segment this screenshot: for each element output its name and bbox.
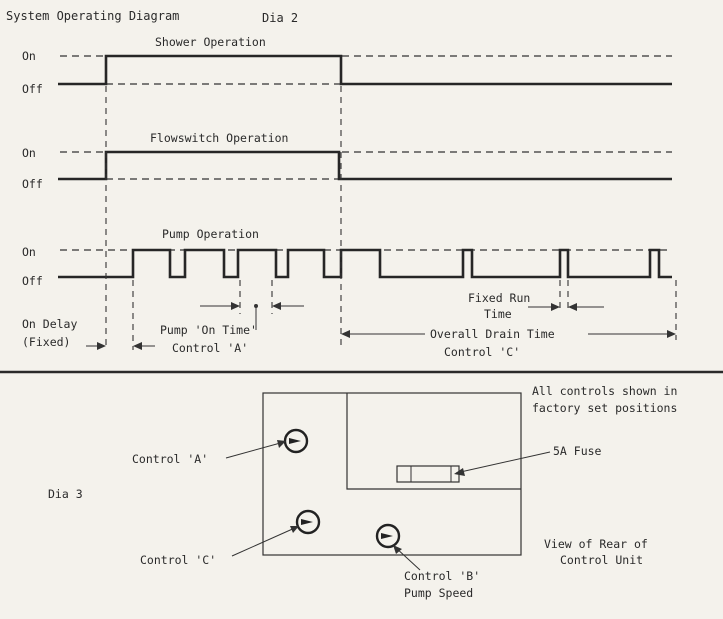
control-a-label: Control 'A'	[132, 452, 208, 466]
fuse-leader-arrowhead	[454, 468, 465, 476]
pump-control-a-arrowhead	[133, 342, 142, 350]
control-c-knob[interactable]	[295, 509, 321, 535]
fixed-run-arrowhead-right	[568, 303, 577, 311]
control-c-leader	[231, 526, 298, 557]
dia3-label: Dia 3	[48, 487, 83, 501]
fuse-leader	[455, 451, 551, 474]
drain-control-c-label: Control 'C'	[444, 345, 520, 359]
control-a-knob[interactable]	[283, 428, 309, 454]
control-a-pointer-icon	[289, 438, 301, 444]
control-a-leader	[225, 441, 285, 459]
shower-off-label: Off	[22, 82, 43, 96]
pump-control-a-label: Control 'A'	[172, 341, 248, 355]
drain-time-arrowhead-left	[341, 330, 350, 338]
flowswitch-signal	[58, 150, 672, 181]
control-b-leader-arrowhead	[393, 545, 402, 554]
pump-signal	[58, 248, 672, 279]
factory-note-line2: factory set positions	[532, 401, 677, 415]
control-c-label: Control 'C'	[140, 553, 216, 567]
drain-time-arrowhead-right	[667, 330, 676, 338]
control-c-knob-ring	[295, 509, 321, 535]
pump-off-label: Off	[22, 274, 43, 288]
control-b-knob[interactable]	[375, 523, 401, 549]
control-b-pump-speed-label: Pump Speed	[404, 586, 473, 600]
drain-time-label: Overall Drain Time	[430, 327, 555, 341]
view-rear-label: View of Rear of	[544, 537, 648, 551]
shower-signal	[58, 54, 672, 86]
fuse-label: 5A Fuse	[553, 444, 602, 458]
fixed-run-label: Fixed Run	[468, 291, 530, 305]
fixed-run-arrowhead-left	[551, 303, 560, 311]
pump-on-time-leader-dot	[254, 304, 258, 308]
dia2-label: Dia 2	[262, 11, 298, 25]
diagram-title: System Operating Diagram	[6, 9, 179, 23]
factory-note-line1: All controls shown in	[532, 384, 677, 398]
shower-operation-label: Shower Operation	[155, 35, 266, 49]
control-c-pointer-icon	[301, 519, 313, 525]
control-c-leader-arrowhead	[290, 526, 299, 533]
pump-on-time-label: Pump 'On Time'	[160, 323, 257, 337]
control-unit-label: Control Unit	[560, 553, 643, 567]
on-delay-fixed-label: (Fixed)	[22, 335, 70, 349]
pump-on-label: On	[22, 245, 36, 259]
fixed-run-time-label: Time	[484, 307, 512, 321]
fuse-compartment	[346, 393, 521, 490]
pump-operation-label: Pump Operation	[162, 227, 259, 241]
control-b-pointer-icon	[381, 533, 393, 539]
control-b-knob-ring	[375, 523, 401, 549]
control-a-leader-arrowhead	[277, 440, 286, 448]
flowswitch-on-label: On	[22, 146, 36, 160]
control-b-label: Control 'B'	[404, 569, 480, 583]
pump-on-time-arrowhead-left	[231, 302, 240, 310]
on-delay-label: On Delay	[22, 317, 77, 331]
on-delay-arrowhead	[97, 342, 106, 350]
pump-on-time-arrowhead-right	[272, 302, 281, 310]
fuse-holder	[396, 465, 460, 483]
flowswitch-off-label: Off	[22, 177, 43, 191]
flowswitch-operation-label: Flowswitch Operation	[150, 131, 288, 145]
shower-on-label: On	[22, 49, 36, 63]
control-unit-outline	[262, 392, 522, 556]
